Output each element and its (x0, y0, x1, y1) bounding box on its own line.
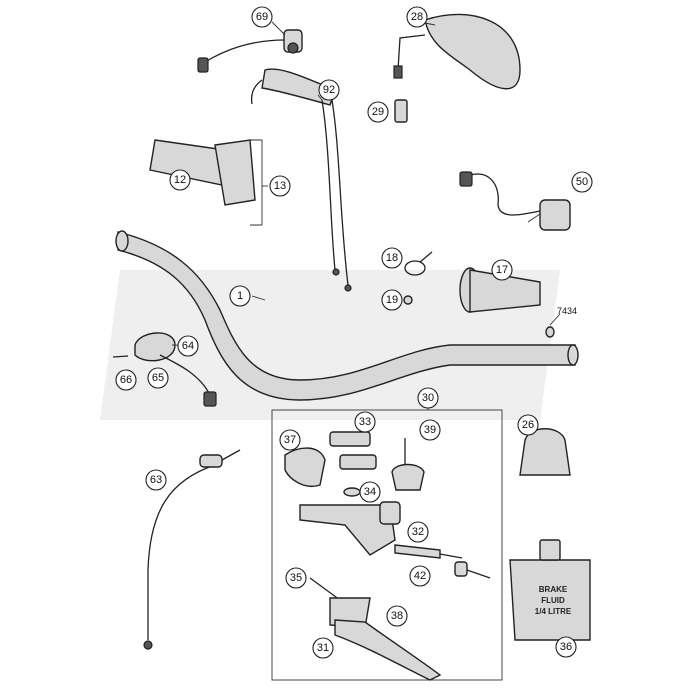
svg-text:63: 63 (150, 474, 162, 486)
callout-35: 35 (285, 567, 307, 589)
svg-text:29: 29 (372, 106, 384, 118)
bracket-13 (250, 139, 268, 226)
callout-13: 13 (269, 175, 291, 197)
callout-66: 66 (115, 369, 137, 391)
svg-text:50: 50 (576, 176, 588, 188)
svg-text:32: 32 (412, 526, 424, 538)
callout-38: 38 (386, 605, 408, 627)
svg-text:37: 37 (284, 434, 296, 446)
part-screw-42 (454, 561, 491, 579)
callout-32: 32 (407, 521, 429, 543)
callout-12: 12 (169, 169, 191, 191)
callout-30: 30 (417, 387, 439, 409)
callout-31: 31 (312, 637, 334, 659)
svg-text:38: 38 (391, 610, 403, 622)
part-master-cylinder-body (299, 501, 401, 556)
part-bolts-39 (391, 438, 425, 491)
part-adapter-29 (394, 99, 408, 123)
svg-text:12: 12 (174, 174, 186, 186)
callout-33: 33 (354, 411, 376, 433)
part-brake-fluid-36: BRAKE FLUID 1/4 LITRE (509, 539, 591, 641)
callout-36: 36 (555, 636, 577, 658)
svg-text:34: 34 (364, 486, 376, 498)
svg-text:39: 39 (424, 424, 436, 436)
svg-text:13: 13 (274, 180, 286, 192)
part-piston-32 (394, 544, 463, 559)
part-handlebar-1 (115, 230, 579, 401)
callout-92: 92 (318, 79, 340, 101)
callout-19: 19 (381, 289, 403, 311)
svg-text:28: 28 (411, 11, 423, 23)
part-plug-7434 (545, 313, 561, 338)
callout-39: 39 (419, 419, 441, 441)
callout-28: 28 (406, 6, 428, 28)
callout-65: 65 (147, 367, 169, 389)
brake-jug-line-3: 1/4 LITRE (535, 607, 572, 616)
callout-69: 69 (251, 6, 273, 28)
part-kill-switch-50 (459, 171, 571, 231)
callout-50: 50 (571, 171, 593, 193)
svg-text:66: 66 (120, 374, 132, 386)
callout-26: 26 (517, 414, 539, 436)
svg-text:64: 64 (182, 340, 194, 352)
svg-text:31: 31 (317, 642, 329, 654)
callout-34: 34 (359, 481, 381, 503)
svg-text:17: 17 (496, 264, 508, 276)
svg-text:92: 92 (323, 84, 335, 96)
part-throttle-cables-92 (250, 68, 352, 292)
part-brake-lever-31 (334, 619, 442, 681)
svg-text:19: 19 (386, 294, 398, 306)
part-clamp-26 (519, 428, 571, 476)
svg-text:36: 36 (560, 641, 572, 653)
svg-text:30: 30 (422, 392, 434, 404)
svg-text:18: 18 (386, 252, 398, 264)
callout-63: 63 (145, 469, 167, 491)
callout-37: 37 (279, 429, 301, 451)
svg-text:42: 42 (414, 570, 426, 582)
part-switch-69 (197, 29, 303, 73)
part-reservoir-cover-33 (329, 431, 377, 470)
svg-text:1: 1 (237, 290, 243, 302)
brake-jug-line-1: BRAKE (539, 585, 568, 594)
callout-18: 18 (381, 247, 403, 269)
part-nut-19 (403, 295, 413, 305)
svg-text:33: 33 (359, 416, 371, 428)
part-mirror-28 (393, 13, 521, 90)
svg-text:35: 35 (290, 572, 302, 584)
part-clamp-37 (284, 447, 326, 487)
callout-17: 17 (491, 259, 513, 281)
label-7434: 7434 (557, 306, 577, 316)
part-throttle-grip-12 (149, 139, 256, 206)
callout-42: 42 (409, 565, 431, 587)
part-grip-17 (459, 267, 541, 313)
svg-text:26: 26 (522, 419, 534, 431)
part-pin-35 (309, 577, 341, 601)
svg-text:65: 65 (152, 372, 164, 384)
callout-1: 1 (229, 285, 251, 307)
part-seal-34 (343, 487, 361, 497)
svg-text:69: 69 (256, 11, 268, 23)
callout-29: 29 (367, 101, 389, 123)
callout-64: 64 (177, 335, 199, 357)
part-cable-tie-18 (404, 251, 433, 276)
part-hot-start-cable-63 (143, 449, 241, 650)
brake-jug-line-2: FLUID (541, 596, 565, 605)
